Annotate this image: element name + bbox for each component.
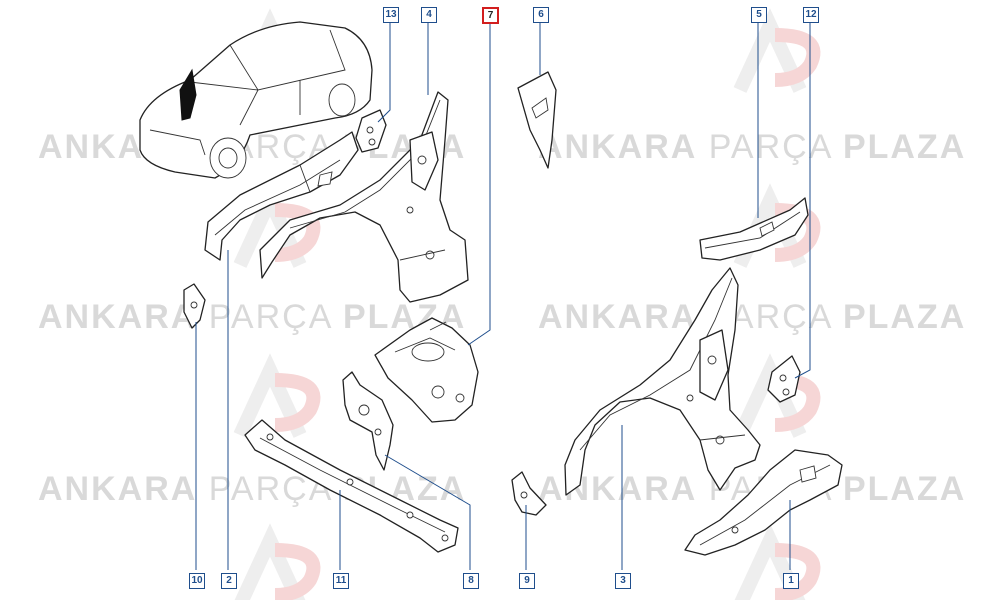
watermark-text: ANKARA PARÇA PLAZA — [38, 298, 467, 336]
car-illustration — [139, 21, 373, 179]
leader-lines — [195, 20, 811, 570]
callout-8[interactable]: 8 — [463, 573, 479, 589]
highlight-area-marker — [179, 68, 197, 121]
part-8-reinforcement — [342, 371, 394, 471]
watermark-logo — [233, 353, 321, 438]
callout-1[interactable]: 1 — [783, 573, 799, 589]
callout-4[interactable]: 4 — [421, 7, 437, 23]
callout-5[interactable]: 5 — [751, 7, 767, 23]
part-1-side-member — [684, 449, 843, 556]
part-2-side-member — [204, 131, 359, 261]
callout-13[interactable]: 13 — [383, 7, 399, 23]
part-10-bracket — [183, 283, 206, 329]
part-12-bracket — [767, 355, 801, 403]
callout-10[interactable]: 10 — [189, 573, 205, 589]
callout-12[interactable]: 12 — [803, 7, 819, 23]
callout-6[interactable]: 6 — [533, 7, 549, 23]
callout-9[interactable]: 9 — [519, 573, 535, 589]
callout-11[interactable]: 11 — [333, 573, 349, 589]
part-6-gusset — [517, 71, 557, 169]
part-7-strut-tower — [374, 317, 479, 423]
callout-3[interactable]: 3 — [615, 573, 631, 589]
callout-7-highlighted[interactable]: 7 — [482, 7, 499, 24]
callout-2[interactable]: 2 — [221, 573, 237, 589]
part-5-cowl-panel — [699, 197, 809, 261]
part-4-wheel-arch-panel — [259, 91, 469, 303]
part-3-wheel-arch-panel — [564, 267, 761, 496]
watermark-text: ANKARA PARÇA PLAZA — [538, 128, 967, 166]
part-11-cross-member — [244, 419, 459, 553]
part-13-bracket — [355, 109, 387, 153]
part-9-bracket — [511, 471, 547, 516]
watermark-logo — [234, 523, 321, 600]
